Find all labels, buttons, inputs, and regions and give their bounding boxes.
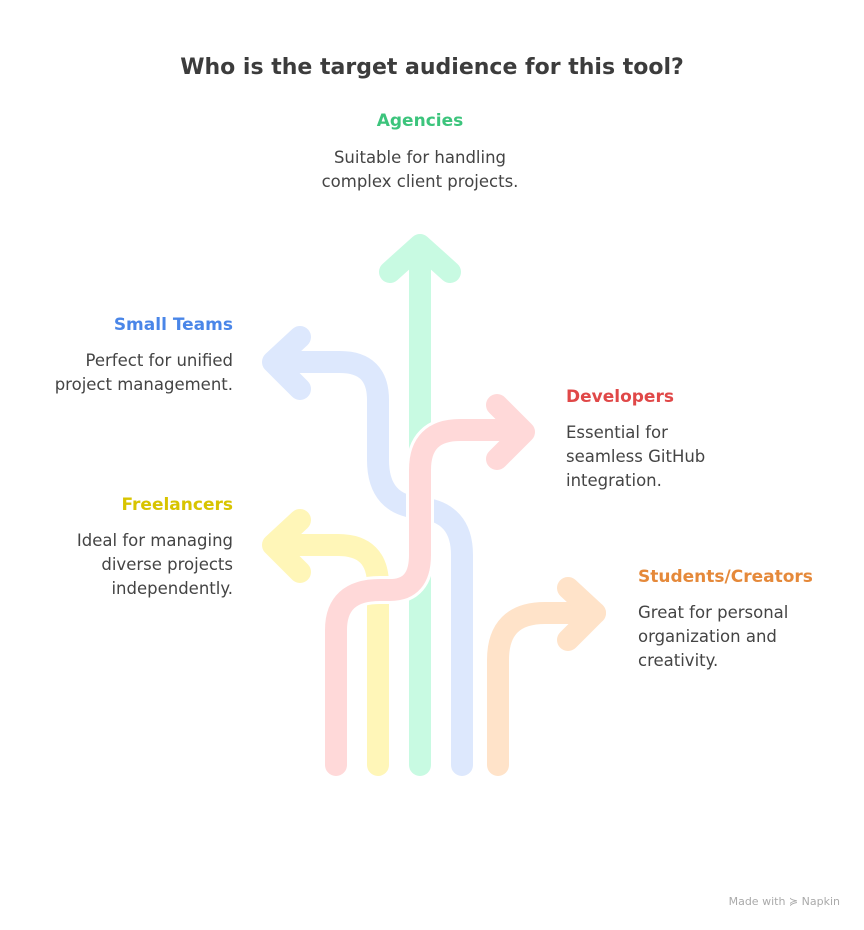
napkin-logo-icon: ≽ [788,895,799,908]
developers-label: Developers [566,387,674,407]
footer-prefix: Made with [728,895,786,908]
agencies-label: Agencies [376,111,464,131]
footer-brand: Napkin [801,895,840,908]
students-creators-description: Great for personal organization and crea… [638,603,789,670]
diagram-title: Who is the target audience for this tool… [180,55,684,80]
freelancers-label: Freelancers [121,495,233,515]
small-teams-description: Perfect for unified project management. [54,351,233,394]
developers-arrow [322,394,535,779]
agencies-description: Suitable for handling complex client pro… [321,148,519,191]
made-with-napkin-badge[interactable]: Made with ≽ Napkin [729,895,840,908]
freelancers-description: Ideal for managing diverse projects inde… [76,531,233,598]
small-teams-label: Small Teams [113,315,233,335]
students-creators-arrow [487,577,606,776]
small-teams-arrow [262,326,473,776]
developers-description: Essential for seamless GitHub integratio… [566,423,706,490]
students-creators-label: Students/Creators [638,567,813,587]
